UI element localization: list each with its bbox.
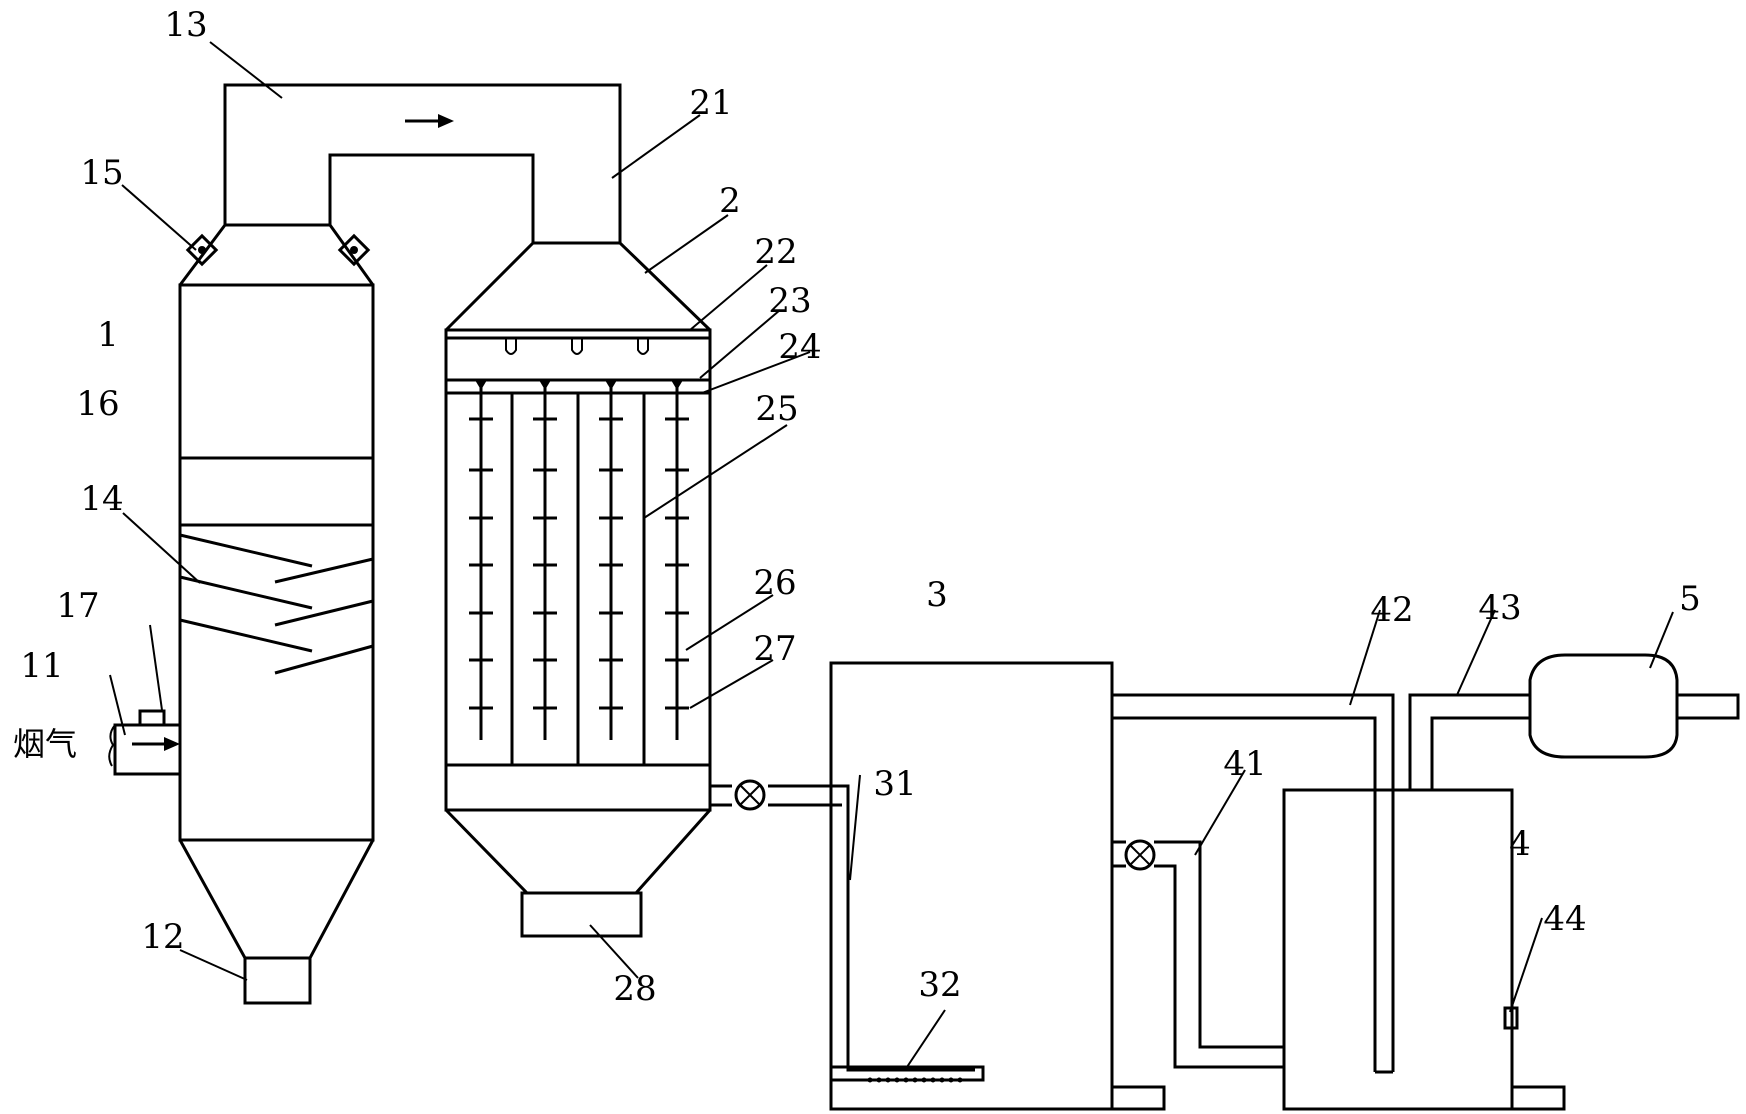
nozzle-17	[138, 709, 166, 727]
label-26: 26	[753, 563, 796, 603]
valve-31	[734, 779, 766, 811]
label-1: 1	[97, 315, 119, 355]
label-28: 28	[613, 969, 656, 1009]
label-23: 23	[768, 281, 811, 321]
tank-3-body	[829, 661, 1114, 1111]
aerator-hole	[912, 1077, 918, 1083]
tank-3-foot	[1110, 1085, 1166, 1111]
label-24: 24	[778, 327, 821, 367]
spray-nozzles	[505, 338, 649, 355]
pipe-41	[1112, 840, 1284, 1069]
inlet-arrow-head	[164, 737, 180, 751]
labels: 13 15 21 2 22 23 24 25 26 27 28 1 16 14 …	[13, 5, 1701, 1009]
tank-4-body	[1282, 788, 1514, 1111]
label-27: 27	[753, 629, 796, 669]
aerator-hole	[867, 1077, 873, 1083]
connecting-duct-13	[223, 83, 622, 243]
label-12: 12	[141, 917, 184, 957]
label-42: 42	[1370, 590, 1413, 630]
label-4: 4	[1509, 824, 1531, 864]
electrode-hanger	[539, 380, 551, 390]
label-17: 17	[56, 586, 99, 626]
exhaust-pipe	[1677, 693, 1740, 720]
label-16: 16	[76, 384, 119, 424]
tower-1-outlet-12	[243, 956, 312, 1005]
aerator-hole	[876, 1077, 882, 1083]
electrode-hanger	[605, 380, 617, 390]
tower-1-top-cone	[178, 223, 375, 286]
leader-lines	[109, 41, 1674, 1071]
aerator-hole	[903, 1077, 909, 1083]
pipe-42	[1112, 693, 1395, 1074]
aerator-hole	[948, 1077, 954, 1083]
electrode-wires-26	[469, 380, 689, 740]
label-3: 3	[926, 575, 948, 615]
aerator-hole	[921, 1077, 927, 1083]
precipitator-body	[444, 328, 712, 812]
precipitator-2	[444, 241, 712, 938]
precipitator-bottom-cone	[444, 808, 712, 895]
inlet-break-mark	[108, 724, 116, 767]
label-25: 25	[755, 389, 798, 429]
tower-1-baffles	[179, 533, 374, 675]
label-31: 31	[873, 764, 916, 804]
duct-inner	[328, 153, 535, 243]
tower-1-bottom-cone	[178, 839, 375, 960]
electrode-hanger	[475, 380, 487, 390]
outlet-28	[520, 891, 643, 938]
valve-41	[1124, 839, 1156, 871]
aerator-hole	[939, 1077, 945, 1083]
electrode-hanger	[671, 380, 683, 390]
pipe-43	[1408, 693, 1530, 790]
label-41: 41	[1223, 744, 1266, 784]
drain-pipe-31	[710, 784, 975, 1072]
tank-4-foot	[1510, 1085, 1566, 1111]
vent-valve-15-left	[185, 233, 219, 267]
label-5: 5	[1679, 579, 1701, 619]
label-44: 44	[1543, 899, 1586, 939]
label-2: 2	[719, 181, 741, 221]
label-32: 32	[918, 965, 961, 1005]
precipitator-top-cone	[444, 241, 712, 332]
duct-flow-arrow-head	[438, 114, 454, 128]
fan-5	[1528, 653, 1740, 759]
aerator-32-holes	[867, 1077, 963, 1083]
duct-outer	[223, 83, 622, 243]
collecting-tubes-25	[510, 393, 646, 765]
tank-3	[829, 661, 1166, 1111]
label-15: 15	[80, 153, 123, 193]
aerator-hole	[894, 1077, 900, 1083]
label-21: 21	[689, 83, 732, 123]
label-flue-gas: 烟气	[13, 725, 77, 763]
label-43: 43	[1478, 588, 1521, 628]
aerator-hole	[957, 1077, 963, 1083]
fan-5-body	[1528, 653, 1679, 759]
label-11: 11	[20, 646, 63, 686]
label-22: 22	[754, 232, 797, 272]
vent-valve-15-right	[337, 233, 371, 267]
aerator-hole	[885, 1077, 891, 1083]
tower-1	[108, 223, 375, 1005]
tower-1-body	[178, 283, 375, 842]
label-14: 14	[80, 479, 123, 519]
aerator-hole	[930, 1077, 936, 1083]
label-13: 13	[164, 5, 207, 45]
